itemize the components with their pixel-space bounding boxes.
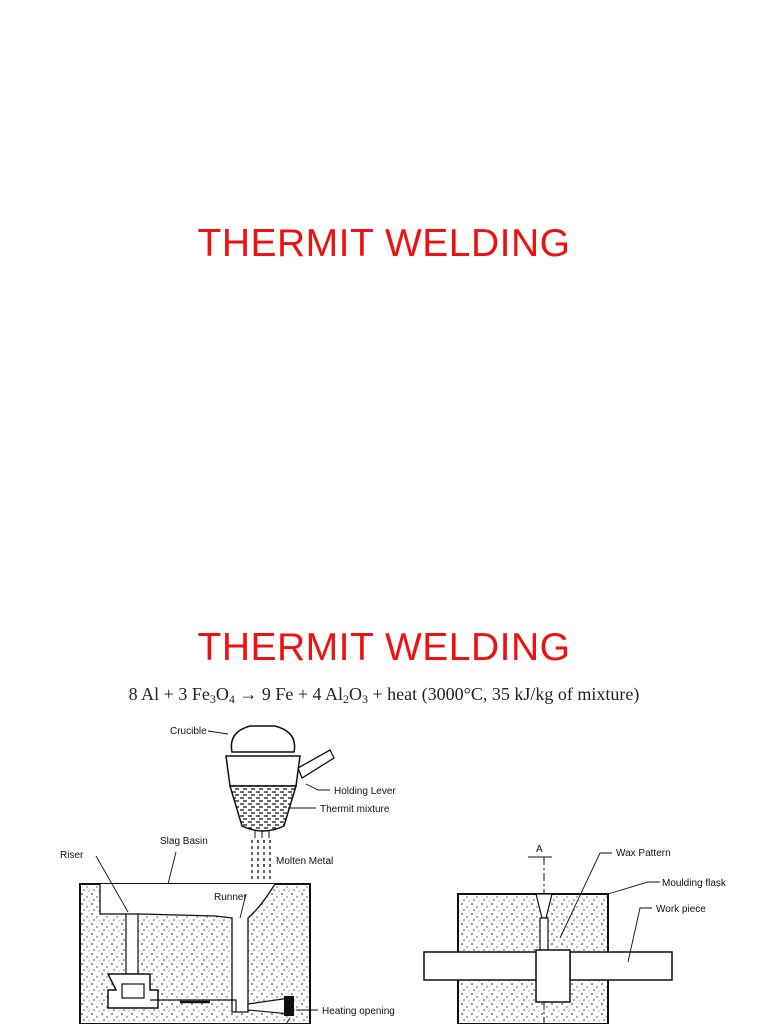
label-section-a: A — [536, 844, 543, 855]
crucible-assembly — [225, 725, 335, 880]
molten-metal-stream — [251, 840, 271, 880]
holding-lever-icon — [297, 749, 335, 779]
label-wax-pattern: Wax Pattern — [616, 848, 671, 859]
label-slag-basin: Slag Basin — [160, 836, 208, 847]
slide-1: THERMIT WELDING — [197, 222, 571, 265]
casting-mould — [79, 883, 311, 1024]
label-moulding-flask: Moulding flask — [662, 878, 727, 889]
work-piece-right — [569, 951, 673, 981]
thermit-welding-diagram: Crucible Holding Lever Thermit mixture S… — [60, 725, 727, 1024]
crucible-lid — [230, 725, 296, 753]
label-crucible: Crucible — [170, 726, 207, 737]
wax-pattern-shape — [535, 949, 571, 1003]
label-holding-lever: Holding Lever — [334, 786, 396, 797]
crucible-body — [225, 755, 301, 787]
thermit-mixture-fill — [228, 785, 298, 832]
slide-1-title: THERMIT WELDING — [197, 222, 571, 265]
label-runner: Runner — [214, 892, 247, 903]
section-view — [423, 856, 673, 1024]
slag-basin-cavity — [99, 883, 276, 1013]
reaction-equation: 8 Al + 3 Fe3O4 → 9 Fe + 4 Al2O3 + heat (… — [128, 684, 640, 706]
label-riser: Riser — [60, 850, 84, 861]
slide-2: THERMIT WELDING 8 Al + 3 Fe3O4 → 9 Fe + … — [0, 512, 768, 1024]
work-piece-left — [423, 951, 541, 981]
riser-channel — [125, 913, 139, 975]
label-molten-metal: Molten Metal — [276, 856, 333, 867]
label-work-piece: Work piece — [656, 904, 706, 915]
slide-2-title: THERMIT WELDING — [197, 626, 571, 669]
label-heating-opening: Heating opening — [322, 1006, 395, 1017]
label-thermit-mixture: Thermit mixture — [320, 804, 390, 815]
heating-opening-nozzle — [284, 996, 294, 1016]
